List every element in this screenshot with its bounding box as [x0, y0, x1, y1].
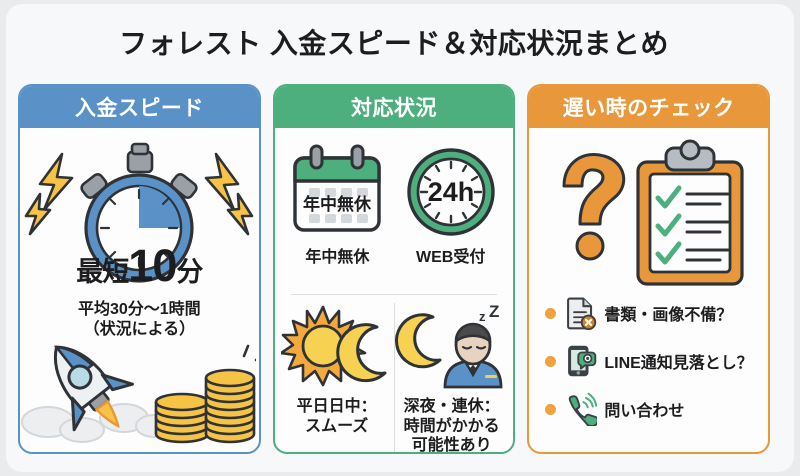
panel-body-deposit-speed: 最短10分 平均30分〜1時間 （状況による）: [20, 128, 259, 452]
caption-weekday-line1: 平日日中：: [296, 398, 377, 415]
caption-night-line3: 可能性あり: [411, 437, 492, 454]
panel-slow-check: 遅い時のチェック: [527, 84, 771, 454]
stopwatch-illustration: 最短10分: [25, 136, 254, 291]
check-list: 書類・画像不備？ LINE通知見落とし？: [535, 296, 762, 426]
line-notification-icon: [568, 345, 597, 377]
stopwatch-prefix: 最短: [76, 257, 129, 287]
caption-night: 深夜・連休： 時間がかかる 可能性あり: [403, 397, 500, 454]
stopwatch-icon: [25, 142, 254, 283]
clipboard-checklist-icon: [636, 139, 744, 286]
calendar-icon: 年中無休: [293, 144, 382, 232]
bullet-icon: [545, 403, 557, 415]
check-label-contact: 問い合わせ: [604, 403, 685, 420]
panel-header-support-status: 対応状況: [274, 86, 514, 128]
average-time-text: 平均30分〜1時間 （状況による）: [26, 300, 253, 340]
bullet-icon: [545, 307, 557, 319]
sun-moon-icon: [280, 305, 387, 387]
stopwatch-suffix: 分: [176, 257, 203, 287]
check-label-line: LINE通知見落とし？: [604, 355, 753, 372]
caption-web-reception: WEB受付: [416, 249, 486, 266]
rocket-icon: [53, 345, 134, 432]
sleep-z-large: Z: [489, 305, 499, 321]
support-divider-vertical: [394, 303, 395, 452]
caption-weekday-line2: スムーズ: [305, 417, 369, 435]
panel-body-slow-check: 書類・画像不備？ LINE通知見落とし？: [529, 128, 768, 452]
caption-year-round: 年中無休: [305, 249, 370, 266]
rocket-and-coins-illustration: [21, 344, 256, 444]
caption-weekday: 平日日中： スムーズ: [297, 397, 377, 436]
sleep-z-small: z: [479, 309, 486, 324]
caption-night-line1: 深夜・連休：: [403, 398, 500, 415]
panel-header-slow-check: 遅い時のチェック: [529, 86, 769, 128]
question-mark-icon: [562, 153, 625, 261]
support-cell-weekday: 平日日中： スムーズ: [280, 305, 393, 452]
question-clipboard-illustration: [535, 138, 762, 290]
page-title: フォレスト 入金スピード＆対応状況まとめ: [119, 28, 669, 59]
support-cell-year-round: 年中無休 年中無休: [281, 138, 394, 292]
coin-stack-icon: [154, 392, 210, 444]
check-item-document[interactable]: 書類・画像不備？: [545, 296, 758, 330]
document-error-icon: [567, 297, 597, 330]
staff-figure: [443, 322, 503, 389]
stopwatch-label: 最短10分: [26, 240, 253, 292]
check-label-document: 書類・画像不備？: [604, 307, 733, 324]
support-divider-horizontal: [290, 294, 498, 295]
panel-body-support-status: 年中無休 年中無休: [275, 128, 514, 454]
panel-deposit-speed: 入金スピード: [18, 84, 261, 454]
panel-support-status: 対応状況: [272, 84, 516, 454]
support-top-row: 年中無休 年中無休: [281, 132, 508, 292]
night-staff-icon: z z Z: [394, 305, 503, 389]
support-cell-night: z z Z: [393, 305, 511, 454]
bullet-icon: [545, 355, 557, 367]
support-cell-web-reception: 24h WEB受付: [394, 138, 507, 292]
panel-header-deposit-speed: 入金スピード: [20, 86, 259, 128]
calendar-badge-text: 年中無休: [303, 194, 372, 214]
average-time-line1: 平均30分〜1時間: [77, 301, 201, 318]
caption-night-line2: 時間がかかる: [403, 417, 500, 435]
support-bottom-row: 平日日中： スムーズ z z Z: [280, 295, 511, 454]
stopwatch-number: 10: [128, 240, 177, 291]
check-item-contact[interactable]: 問い合わせ: [545, 392, 758, 426]
clock-badge-text: 24h: [427, 177, 474, 207]
average-time-line2: （状況による）: [83, 321, 196, 338]
check-item-line[interactable]: LINE通知見落とし？: [545, 344, 758, 378]
panel-container: 入金スピード: [18, 84, 771, 454]
sparkle-icon: [242, 344, 256, 362]
clock-24h-icon: 24h: [406, 148, 495, 236]
phone-call-icon: [569, 392, 598, 426]
